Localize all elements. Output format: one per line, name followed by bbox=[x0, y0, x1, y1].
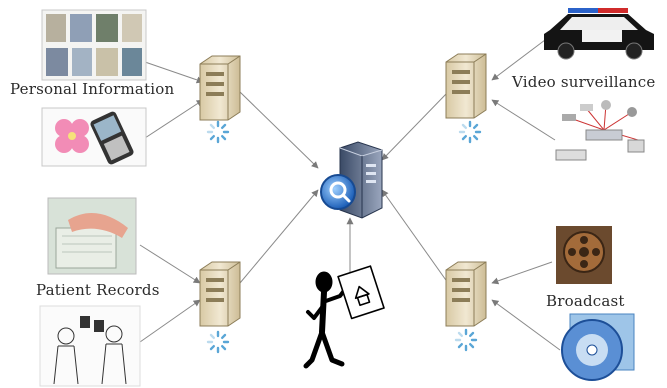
line-server-bl-to-center bbox=[239, 189, 319, 284]
search-server-icon bbox=[320, 141, 383, 219]
server-bottom-left bbox=[199, 261, 241, 327]
label-personal-information: Personal Information bbox=[10, 80, 175, 98]
line-cartoon-to-server bbox=[139, 299, 201, 343]
line-server-br-to-center bbox=[381, 189, 449, 284]
line-reel-to-server bbox=[491, 261, 553, 285]
cd-disc-image bbox=[561, 313, 635, 381]
person-holding-document-icon bbox=[303, 265, 385, 369]
loading-spinner-icon bbox=[206, 120, 230, 144]
loading-spinner-icon bbox=[206, 330, 230, 354]
label-video-surveillance: Video surveillance bbox=[512, 73, 656, 91]
server-top-right bbox=[445, 53, 487, 119]
police-car-image bbox=[544, 8, 654, 60]
film-reel-image bbox=[556, 226, 612, 284]
line-server-tl-to-center bbox=[239, 91, 319, 169]
server-top-left bbox=[199, 55, 241, 121]
line-records-to-server bbox=[139, 244, 201, 284]
line-disc-to-server bbox=[491, 299, 561, 351]
line-personal-phone-to-server bbox=[144, 99, 204, 139]
line-cameras-to-server bbox=[491, 99, 556, 141]
loading-spinner-icon bbox=[454, 328, 478, 352]
server-bottom-right bbox=[445, 261, 487, 327]
cartoon-image bbox=[39, 305, 141, 387]
connection-lines bbox=[139, 39, 561, 351]
line-personal-photos-to-server bbox=[144, 61, 204, 84]
loading-spinner-icon bbox=[458, 120, 482, 144]
phone-flower-photo bbox=[41, 107, 147, 167]
label-broadcast: Broadcast bbox=[546, 292, 625, 310]
surveillance-cameras-image bbox=[555, 100, 645, 161]
patient-records-image bbox=[47, 197, 137, 275]
line-server-tr-to-center bbox=[381, 91, 449, 161]
line-car-to-server bbox=[491, 39, 546, 81]
personal-photos-collage bbox=[41, 9, 147, 81]
label-patient-records: Patient Records bbox=[36, 281, 160, 299]
